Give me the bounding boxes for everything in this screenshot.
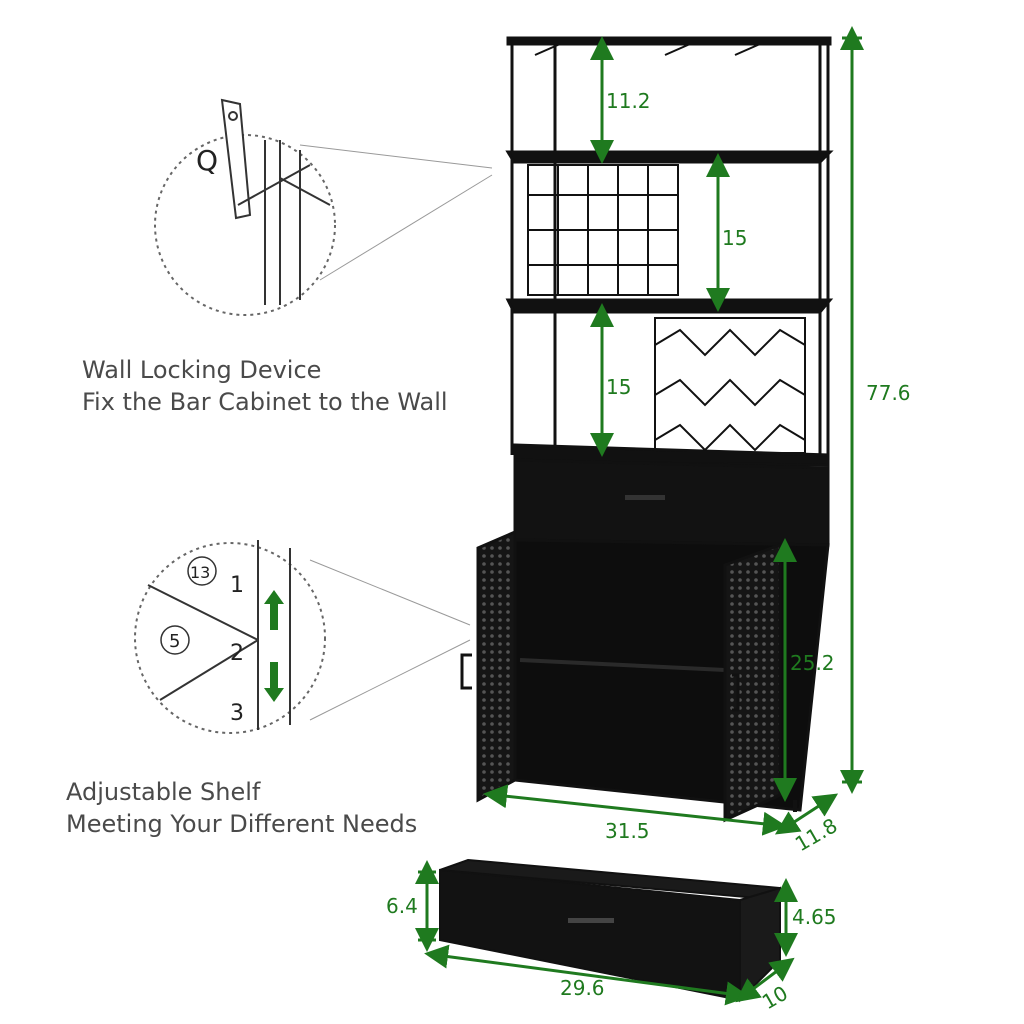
dim-drawer-height-front: 6.4: [386, 894, 418, 918]
bar-cabinet: [460, 36, 834, 823]
dim-drawer-width: 29.6: [560, 976, 605, 1000]
shelf-position-2: 2: [230, 641, 244, 666]
wall-lock-title: Wall Locking Device: [82, 356, 322, 384]
shelf-part-label-5: 5: [169, 631, 180, 652]
dim-cabinet-height: 25.2: [790, 651, 835, 675]
adjustable-shelf-detail: 13 5 1 2 3: [134, 540, 471, 734]
dim-lower-shelf-gap: 15: [606, 375, 631, 399]
dim-middle-shelf-gap: 15: [722, 226, 747, 250]
shelf-part-label-13: 13: [190, 563, 210, 582]
wall-lock-detail: Q: [154, 98, 493, 316]
dim-top-shelf-gap: 11.2: [606, 89, 651, 113]
dim-drawer-depth: 10: [758, 981, 792, 1015]
shelf-position-3: 3: [230, 701, 244, 726]
shelf-position-1: 1: [230, 573, 244, 598]
adjustable-shelf-caption: Adjustable Shelf Meeting Your Different …: [66, 776, 417, 840]
dim-drawer-height-inner: 4.65: [792, 905, 837, 929]
adjustable-shelf-subtitle: Meeting Your Different Needs: [66, 810, 418, 838]
wall-lock-caption: Wall Locking Device Fix the Bar Cabinet …: [82, 354, 448, 418]
dim-total-height: 77.6: [866, 381, 911, 405]
dimension-lines: [415, 25, 864, 1006]
wall-lock-part-label: Q: [196, 144, 218, 177]
wall-lock-subtitle: Fix the Bar Cabinet to the Wall: [82, 388, 448, 416]
dim-cabinet-width: 31.5: [605, 819, 650, 843]
adjustable-shelf-title: Adjustable Shelf: [66, 778, 261, 806]
